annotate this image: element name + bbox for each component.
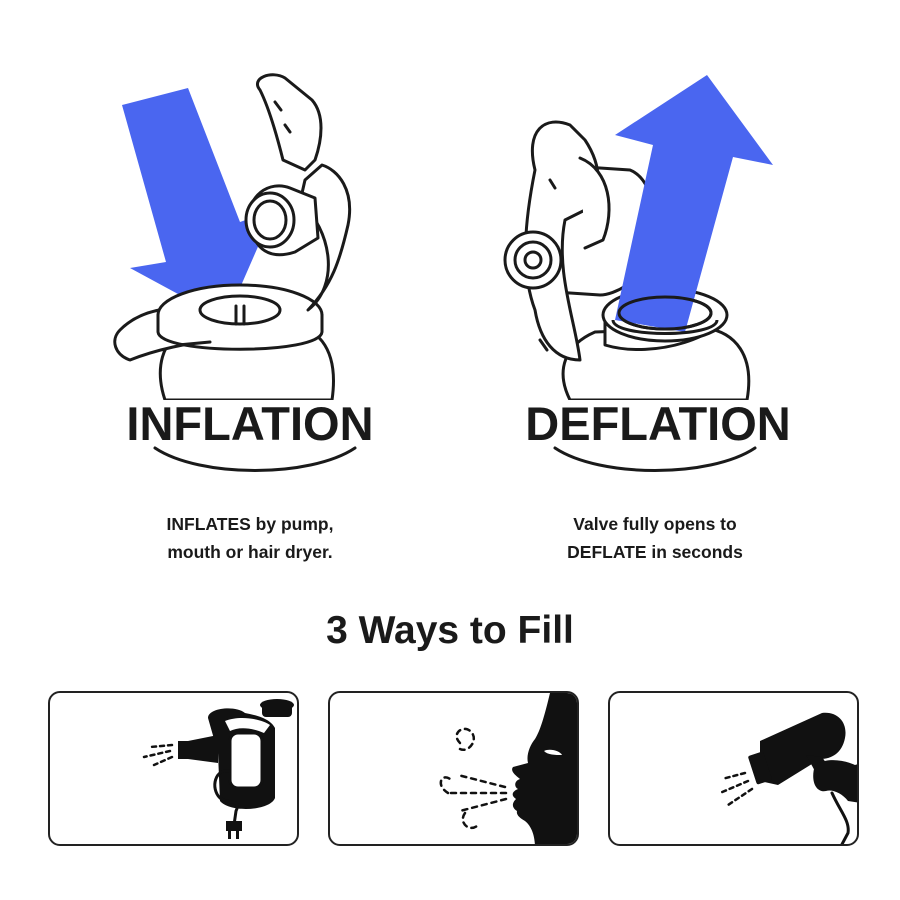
inflation-caption-line: mouth or hair dryer.: [167, 542, 333, 562]
inflation-underline-arc: [153, 446, 357, 472]
electric-pump-icon: [142, 699, 294, 839]
deflation-underline-arc: [553, 446, 757, 472]
deflation-caption-line: Valve fully opens to: [573, 514, 737, 534]
up-arrow-icon: [615, 75, 773, 332]
fill-method-electric-pump: [48, 691, 299, 846]
deflation-heading: DEFLATION: [525, 397, 791, 450]
inflation-caption-line: INFLATES by pump,: [166, 514, 334, 534]
fill-method-hair-dryer: [608, 691, 859, 846]
inflation-heading: INFLATION: [126, 397, 374, 450]
down-arrow-icon: [122, 88, 274, 320]
fill-methods-title: 3 Ways to Fill: [326, 609, 574, 652]
fill-method-mouth: [328, 691, 579, 846]
deflation-caption: Valve fully opens to DEFLATE in seconds: [475, 510, 835, 566]
deflation-caption-line: DEFLATE in seconds: [567, 542, 743, 562]
inflation-valve-illustration: [113, 73, 351, 400]
mouth-blowing-icon: [439, 693, 577, 844]
deflation-valve-illustration: [503, 75, 773, 400]
inflation-caption: INFLATES by pump, mouth or hair dryer.: [70, 510, 430, 566]
hair-dryer-icon: [718, 712, 857, 844]
